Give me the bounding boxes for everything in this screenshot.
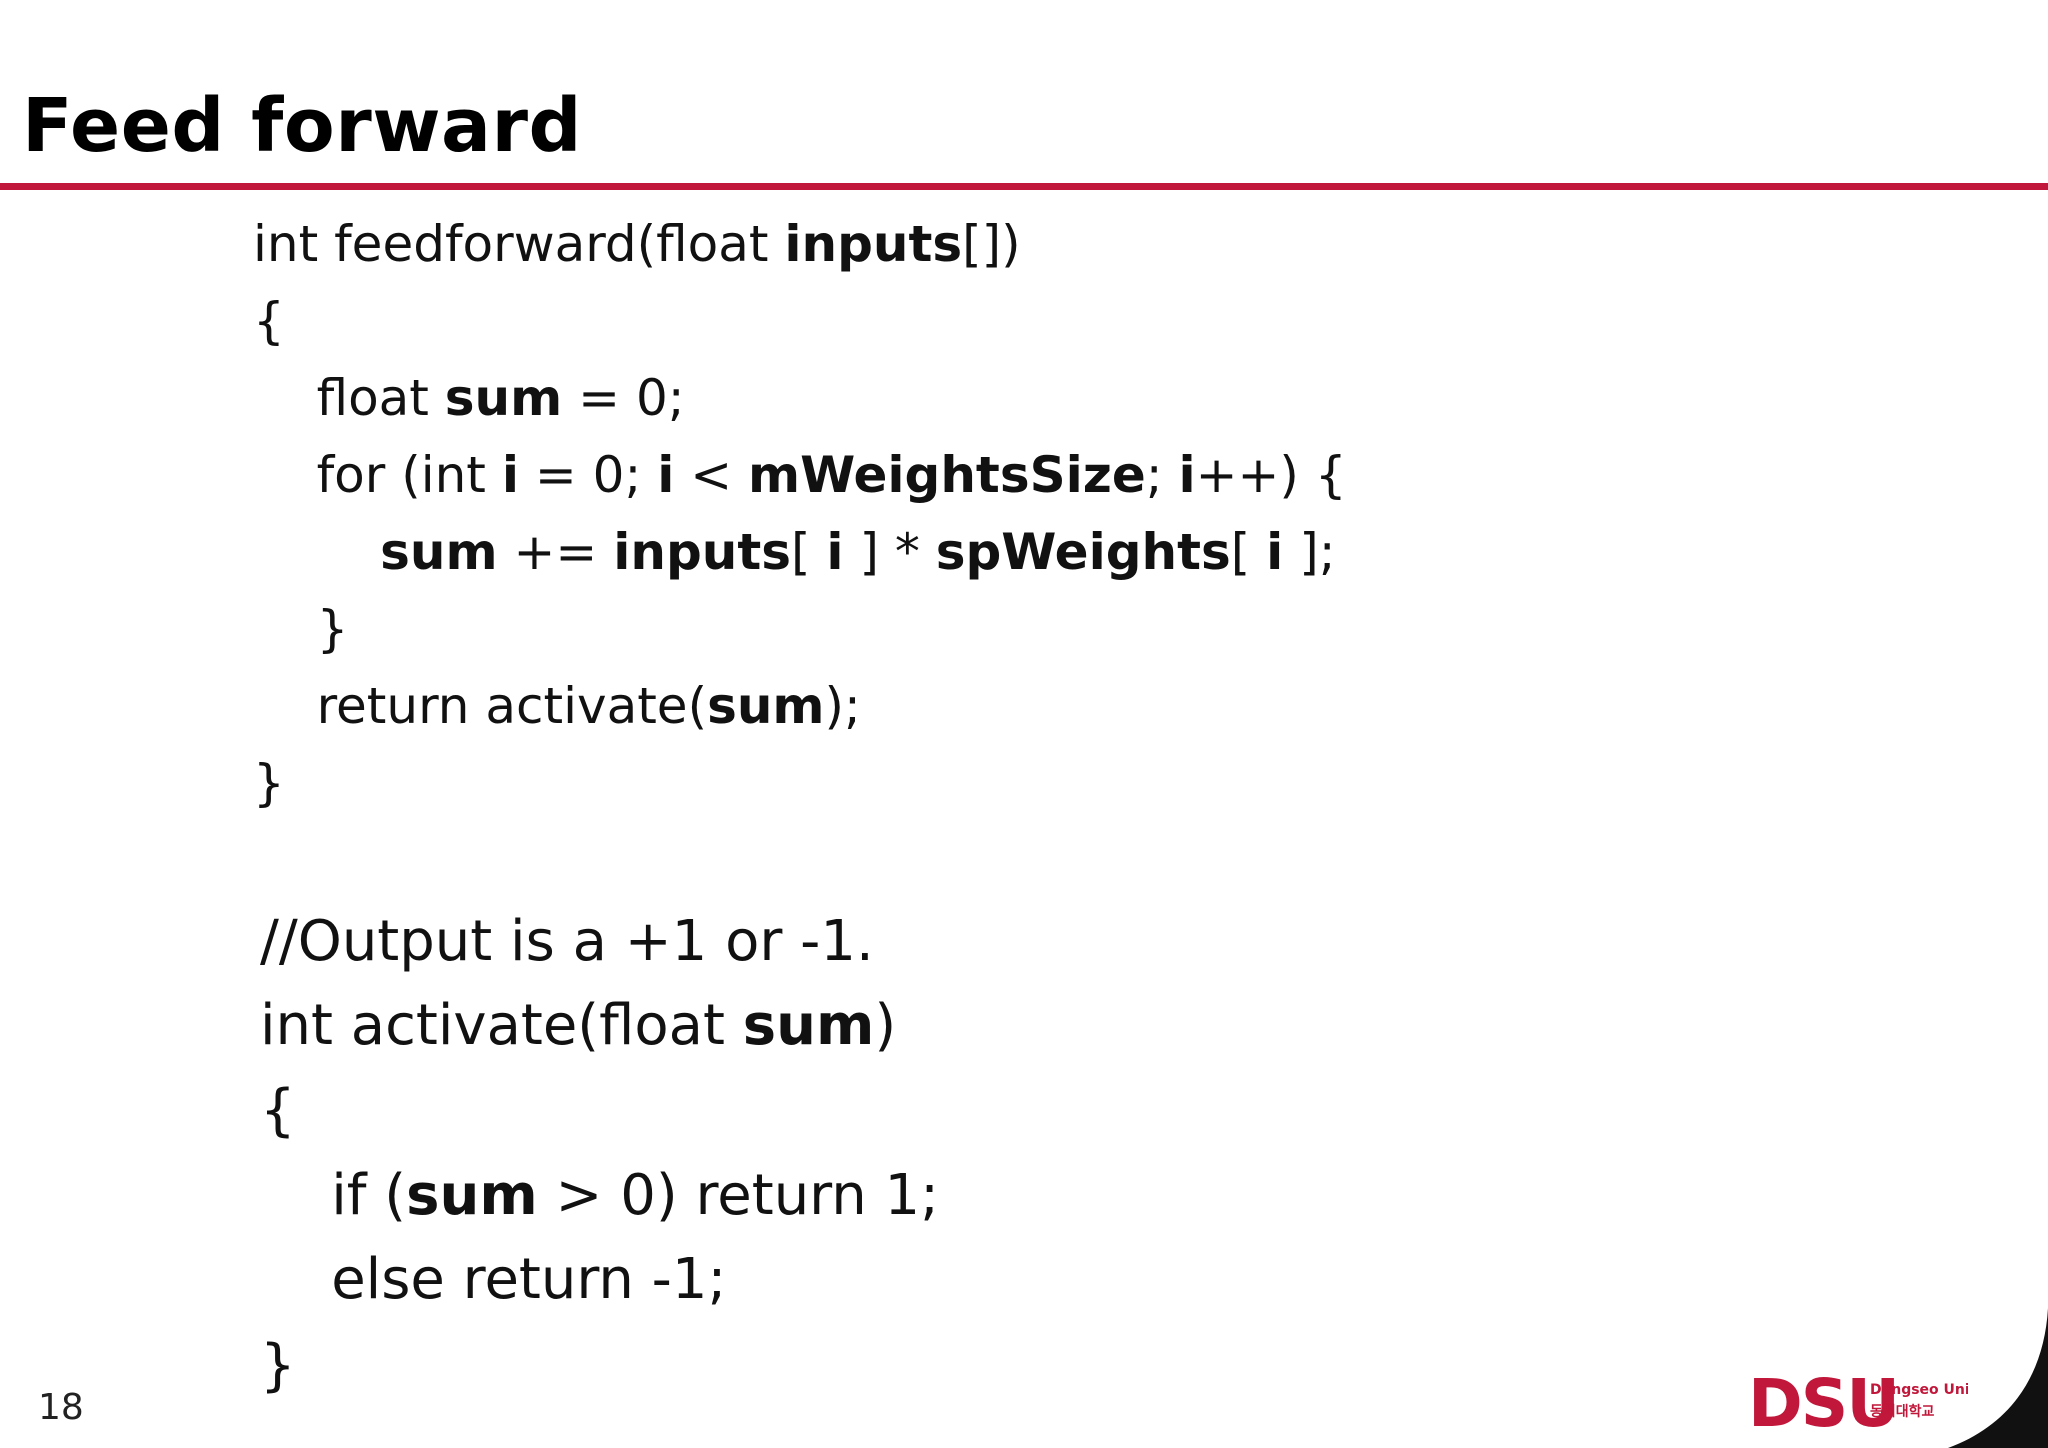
- code-line-for-loop: for (int i = 0; i < mWeightsSize; i++) {: [253, 443, 1347, 507]
- code-line-open-brace-2: {: [260, 1075, 296, 1147]
- code-line-close-brace: }: [253, 751, 285, 815]
- code-token: );: [824, 677, 861, 735]
- code-token-bold: sum: [742, 993, 875, 1058]
- dsu-logo-text: DSU: [1748, 1366, 1898, 1436]
- code-line-if-positive: if (sum > 0) return 1;: [260, 1160, 939, 1232]
- code-token: }: [260, 1333, 296, 1398]
- code-token: {: [253, 292, 285, 350]
- dsu-logo-subtitle-en: Dongseo Univ: [1870, 1382, 1968, 1398]
- code-token: int activate(float: [260, 993, 743, 1058]
- code-token: ];: [1283, 523, 1336, 581]
- code-line-close-loop: }: [253, 597, 349, 661]
- code-token: else return -1;: [260, 1247, 727, 1312]
- code-token-bold: i: [1266, 523, 1284, 581]
- corner-decoration: [1948, 1308, 2048, 1448]
- code-token-bold: i: [657, 446, 675, 504]
- code-token: <: [674, 446, 749, 504]
- page-number: 18: [38, 1387, 84, 1428]
- code-line-return-activate: return activate(sum);: [253, 674, 861, 738]
- code-token: float: [253, 369, 445, 427]
- code-line-float-sum: float sum = 0;: [253, 366, 685, 430]
- code-token: for (int: [253, 446, 502, 504]
- code-token: []): [962, 215, 1021, 273]
- dsu-logo-subtitle-ko: 동서대학교: [1870, 1404, 1935, 1420]
- code-token: //Output is a +1 or -1.: [260, 909, 874, 974]
- code-line-comment: //Output is a +1 or -1.: [260, 906, 874, 978]
- code-line-else-return: else return -1;: [260, 1244, 726, 1316]
- code-token-bold: i: [826, 523, 844, 581]
- dsu-logo: DSU Dongseo Univ 동서대학교: [1748, 1366, 1968, 1436]
- code-token-bold: inputs: [613, 523, 791, 581]
- code-token: ++) {: [1195, 446, 1347, 504]
- code-line-sum-accumulate: sum += inputs[ i ] * spWeights[ i ];: [253, 520, 1336, 584]
- code-line-open-brace: {: [253, 289, 285, 353]
- code-token: +=: [497, 523, 614, 581]
- code-token-bold: sum: [707, 677, 825, 735]
- code-token: }: [253, 600, 349, 658]
- code-token: if (: [260, 1163, 407, 1228]
- code-token: }: [253, 754, 285, 812]
- code-token-bold: mWeightsSize: [748, 446, 1146, 504]
- title-divider: [0, 183, 2048, 190]
- code-token: = 0;: [562, 369, 685, 427]
- code-token: = 0;: [518, 446, 658, 504]
- code-token: int feedforward(float: [253, 215, 785, 273]
- code-token-bold: sum: [444, 369, 563, 427]
- code-token: ] *: [843, 523, 936, 581]
- code-token-bold: i: [501, 446, 519, 504]
- code-token-bold: sum: [406, 1163, 538, 1228]
- code-token-bold: spWeights: [935, 523, 1231, 581]
- code-token-bold: i: [1178, 446, 1196, 504]
- code-line-activate-signature: int activate(float sum): [260, 990, 896, 1062]
- code-token: [: [791, 523, 827, 581]
- code-token: ;: [1145, 446, 1179, 504]
- code-token-bold: sum: [380, 523, 498, 581]
- code-token: [253, 523, 380, 581]
- code-token: [: [1230, 523, 1267, 581]
- code-line-close-brace-2: }: [260, 1330, 296, 1402]
- code-line-feedforward-signature: int feedforward(float inputs[]): [253, 212, 1021, 276]
- code-token-bold: inputs: [784, 215, 963, 273]
- slide-title: Feed forward: [22, 83, 582, 169]
- code-token: > 0) return 1;: [537, 1163, 940, 1228]
- code-token: {: [260, 1078, 296, 1143]
- code-token: ): [874, 993, 897, 1058]
- code-token: return activate(: [253, 677, 708, 735]
